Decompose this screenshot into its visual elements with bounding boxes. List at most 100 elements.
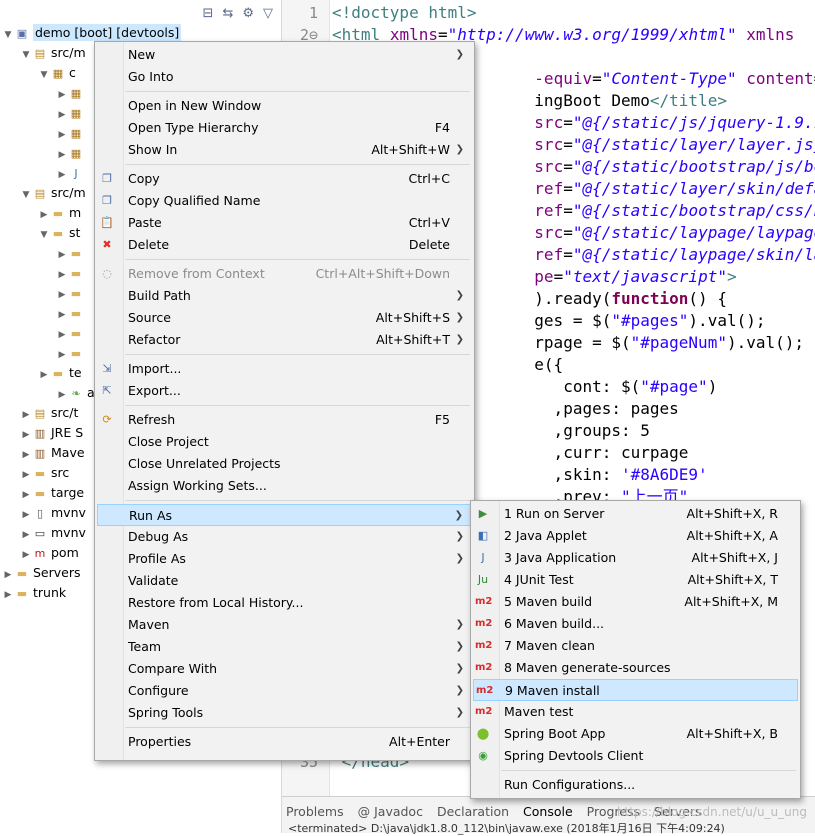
chevron-right-icon[interactable]: ▶ bbox=[22, 430, 30, 440]
chevron-right-icon[interactable]: ▶ bbox=[58, 310, 66, 320]
menu-item-team[interactable]: Team❯ bbox=[97, 636, 472, 658]
code-line[interactable]: e({ bbox=[534, 355, 564, 374]
code-line[interactable]: ingBoot Demo</title> bbox=[332, 91, 727, 110]
tree-item[interactable]: ▼▬st bbox=[38, 223, 81, 243]
tree-item[interactable]: ▶▬ bbox=[56, 283, 87, 303]
menu-item-export[interactable]: ⇱Export... bbox=[97, 380, 472, 402]
tree-item[interactable]: ▼▦c bbox=[38, 63, 76, 83]
menu-item-run-configurations[interactable]: Run Configurations... bbox=[473, 774, 798, 796]
chevron-right-icon[interactable]: ▶ bbox=[22, 450, 30, 460]
chevron-down-icon[interactable]: ▼ bbox=[40, 230, 48, 240]
menu-item-run-as[interactable]: Run As❯ bbox=[97, 504, 472, 526]
tree-item[interactable]: ▼▣demo [boot] [devtools] bbox=[2, 23, 182, 43]
menu-item-copy-qualified-name[interactable]: ❐Copy Qualified Name bbox=[97, 190, 472, 212]
tab-progress[interactable]: Progress bbox=[586, 803, 641, 819]
code-line[interactable]: ref="@{/static/laypage/skin/laypage bbox=[534, 245, 815, 264]
chevron-right-icon[interactable]: ▶ bbox=[58, 350, 66, 360]
menu-item-open-in-new-window[interactable]: Open in New Window bbox=[97, 95, 472, 117]
tab-console[interactable]: Console bbox=[523, 803, 573, 819]
code-line[interactable]: ,pages: pages bbox=[332, 399, 679, 418]
view-menu-chevron-icon[interactable]: ▽ bbox=[263, 5, 273, 21]
tree-item[interactable]: ▶▬ bbox=[56, 323, 87, 343]
code-line[interactable]: ).ready(function() { bbox=[534, 289, 727, 308]
menu-item-debug-as[interactable]: Debug As❯ bbox=[97, 526, 472, 548]
tree-item[interactable]: ▶▦ bbox=[56, 123, 87, 143]
code-line[interactable]: ges = $("#pages").val(); bbox=[534, 311, 766, 330]
menu-item-close-project[interactable]: Close Project bbox=[97, 431, 472, 453]
menu-item-new[interactable]: New❯ bbox=[97, 44, 472, 66]
tree-item[interactable]: ▶▥JRE S bbox=[20, 423, 84, 443]
tree-item[interactable]: ▶▯mvnv bbox=[20, 503, 86, 523]
tree-item[interactable]: ▶▬m bbox=[38, 203, 82, 223]
chevron-down-icon[interactable]: ▼ bbox=[22, 50, 30, 60]
chevron-right-icon[interactable]: ▶ bbox=[58, 290, 66, 300]
code-line[interactable]: src="@{/static/laypage/laypage.js bbox=[534, 223, 815, 242]
tree-item[interactable]: ▶▦ bbox=[56, 103, 87, 123]
chevron-down-icon[interactable]: ▼ bbox=[22, 190, 30, 200]
tree-item[interactable]: ▶❧a bbox=[56, 383, 95, 403]
tree-item[interactable]: ▶▬trunk bbox=[2, 583, 67, 603]
tree-item[interactable]: ▶▥Mave bbox=[20, 443, 85, 463]
chevron-right-icon[interactable]: ▶ bbox=[58, 90, 66, 100]
chevron-right-icon[interactable]: ▶ bbox=[22, 510, 30, 520]
chevron-right-icon[interactable]: ▶ bbox=[4, 570, 12, 580]
link-with-editor-icon[interactable]: ⇆ bbox=[222, 5, 234, 21]
tab-declaration[interactable]: Declaration bbox=[436, 803, 510, 819]
chevron-right-icon[interactable]: ▶ bbox=[58, 170, 66, 180]
tree-item[interactable]: ▶▬ bbox=[56, 243, 87, 263]
tree-item[interactable]: ▼▤src/m bbox=[20, 183, 86, 203]
tree-item[interactable]: ▶▦ bbox=[56, 143, 87, 163]
menu-item-spring-tools[interactable]: Spring Tools❯ bbox=[97, 702, 472, 724]
code-line[interactable]: -equiv="Content-Type" content="tex bbox=[534, 69, 815, 88]
code-line[interactable]: ,curr: curpage bbox=[332, 443, 689, 462]
code-line[interactable]: src="@{/static/layer/layer.js}"></ bbox=[534, 135, 815, 154]
chevron-right-icon[interactable]: ▶ bbox=[58, 270, 66, 280]
tree-item[interactable]: ▶J bbox=[56, 163, 87, 183]
menu-item-go-into[interactable]: Go Into bbox=[97, 66, 472, 88]
tree-item[interactable]: ▶▬te bbox=[38, 363, 82, 383]
tab-problems[interactable]: Problems bbox=[286, 803, 344, 819]
menu-item-validate[interactable]: Validate bbox=[97, 570, 472, 592]
menu-item-assign-working-sets[interactable]: Assign Working Sets... bbox=[97, 475, 472, 497]
code-line[interactable]: ref="@{/static/layer/skin/default/ bbox=[534, 179, 815, 198]
code-line[interactable]: rpage = $("#pageNum").val(); bbox=[332, 333, 805, 352]
chevron-right-icon[interactable]: ▶ bbox=[22, 550, 30, 560]
code-line[interactable]: ,groups: 5 bbox=[332, 421, 650, 440]
tree-item[interactable]: ▶▦ bbox=[56, 83, 87, 103]
code-line[interactable]: <html xmlns="http://www.w3.org/1999/xhtm… bbox=[332, 25, 795, 44]
tree-item[interactable]: ▼▤src/m bbox=[20, 43, 86, 63]
menu-item-restore-from-local-history[interactable]: Restore from Local History... bbox=[97, 592, 472, 614]
code-line[interactable]: <!doctype html> bbox=[332, 3, 477, 22]
tree-item[interactable]: ▶▬ bbox=[56, 343, 87, 363]
tree-item[interactable]: ▶▬src bbox=[20, 463, 70, 483]
chevron-down-icon[interactable]: ▼ bbox=[4, 30, 12, 40]
chevron-right-icon[interactable]: ▶ bbox=[22, 470, 30, 480]
chevron-right-icon[interactable]: ▶ bbox=[40, 210, 48, 220]
tab-servers[interactable]: Servers bbox=[654, 803, 702, 819]
menu-item-spring-devtools-client[interactable]: ◉Spring Devtools Client bbox=[473, 745, 798, 767]
collapse-all-icon[interactable]: ⊟ bbox=[202, 5, 214, 21]
code-line[interactable]: cont: $("#page") bbox=[332, 377, 718, 396]
code-line[interactable]: pe="text/javascript"> bbox=[534, 267, 737, 286]
menu-item-configure[interactable]: Configure❯ bbox=[97, 680, 472, 702]
chevron-right-icon[interactable]: ▶ bbox=[22, 410, 30, 420]
tree-item[interactable]: ▶▤src/t bbox=[20, 403, 79, 423]
code-line[interactable]: ref="@{/static/bootstrap/css/boots bbox=[534, 201, 815, 220]
